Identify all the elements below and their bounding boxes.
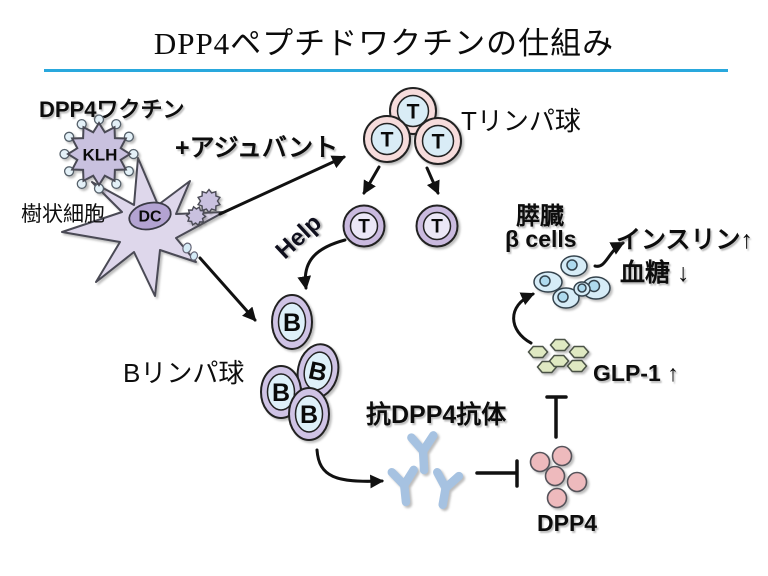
- page-title: DPP4ペプチドワクチンの仕組み: [153, 26, 615, 61]
- dpp4-label: DPP4: [537, 510, 598, 536]
- svg-text:T: T: [431, 217, 443, 238]
- glp1-molecules: [527, 338, 590, 374]
- insulin-up-label: インスリン↑: [616, 226, 754, 254]
- blood-sugar-down-label: 血糖 ↓: [620, 259, 690, 287]
- peptide-droplets: [182, 242, 199, 261]
- pancreas-label: 膵臓: [516, 203, 564, 230]
- b-cell: B: [271, 294, 313, 350]
- t-cell: T: [363, 115, 411, 163]
- svg-text:B: B: [306, 356, 329, 387]
- t-cell-cluster: T T T: [363, 87, 462, 165]
- inhibit-antibody-dpp4: [475, 459, 519, 488]
- title-underline: [44, 69, 728, 72]
- t-cell-activated: T: [342, 204, 386, 248]
- svg-text:T: T: [407, 101, 420, 124]
- dendritic-cell-shape: DC: [61, 157, 225, 297]
- svg-text:B: B: [283, 309, 301, 337]
- dc-label: DC: [138, 209, 162, 226]
- adjuvant-label: +アジュバント: [175, 134, 339, 162]
- klh-molecule-icon: KLH: [59, 114, 139, 194]
- vaccine-particle-icon: [185, 188, 221, 227]
- t-lymphocyte-label: Tリンパ球: [461, 106, 581, 136]
- arrow-b-to-antibody: [315, 448, 385, 489]
- inhibition-lines: [475, 395, 568, 488]
- arrows: [198, 155, 625, 489]
- svg-text:T: T: [432, 131, 445, 154]
- anti-dpp4-antibody-label: 抗DPP4抗体: [366, 401, 507, 429]
- vaccine-label: DPP4ワクチン: [39, 97, 185, 122]
- b-cell: B: [288, 387, 330, 441]
- b-lymphocyte-label: Bリンパ球: [123, 358, 245, 388]
- arrow-t-right: [425, 166, 440, 195]
- beta-cell-cluster: [533, 255, 611, 309]
- t-cell-activated: T: [415, 204, 459, 248]
- dendritic-cell-label: 樹状細胞: [21, 203, 105, 226]
- activated-t-cells: T T: [342, 204, 459, 248]
- arrow-t-left: [362, 165, 381, 195]
- svg-text:B: B: [300, 401, 318, 429]
- glp1-up-label: GLP-1 ↑: [593, 360, 679, 386]
- arrow-dc-to-tcells: [218, 155, 346, 216]
- arrow-glp1-to-beta: [512, 292, 535, 345]
- svg-text:T: T: [381, 129, 394, 152]
- b-cell: B: [260, 365, 302, 419]
- b-cell-cluster: B B B B: [260, 294, 340, 441]
- klh-label: KLH: [83, 146, 118, 165]
- inhibit-dpp4-glp1: [545, 395, 568, 439]
- dpp4-molecules: [529, 445, 588, 509]
- svg-text:B: B: [272, 379, 290, 407]
- arrow-dc-to-bcells: [198, 256, 257, 322]
- antibody-icons: [387, 431, 464, 509]
- arrow-help-curve: [297, 238, 347, 291]
- t-cell: T: [414, 117, 462, 165]
- svg-text:T: T: [358, 217, 370, 238]
- arrow-beta-to-insulin: [593, 241, 625, 268]
- beta-cells-label: β cells: [505, 226, 577, 252]
